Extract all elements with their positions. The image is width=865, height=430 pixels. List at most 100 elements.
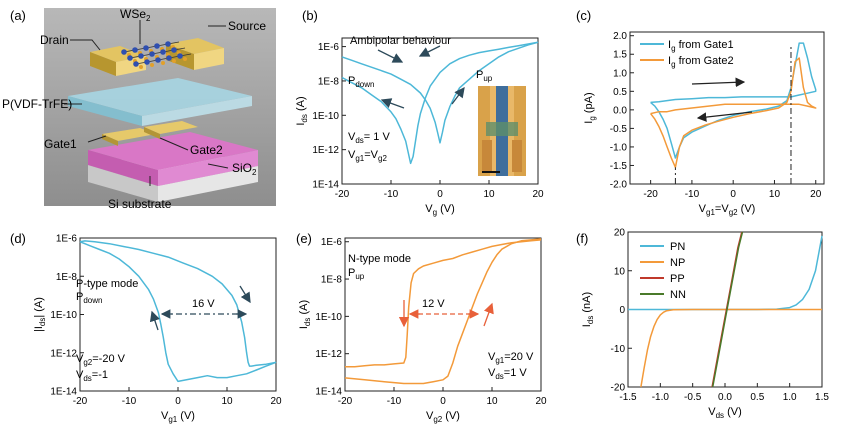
y-axis-label: Ids (A) [295, 96, 309, 125]
y-tick-label: 1E-10 [315, 312, 342, 323]
gate-electrodes [102, 121, 198, 146]
plot-frame [629, 31, 825, 185]
y-tick-label: 1E-12 [312, 145, 339, 156]
legend-label: Ig from Gate2 [668, 55, 734, 69]
y-tick-label: 1.0 [613, 68, 627, 79]
legend-label-nn: NN [670, 289, 686, 301]
panel-letter-a: (a) [10, 8, 26, 23]
y-tick-label: 1E-10 [312, 111, 339, 122]
y-tick-label: -10 [611, 344, 626, 355]
x-tick-label: -1.0 [652, 392, 670, 403]
x-tick-label: 0 [437, 189, 443, 200]
label-gate2: Gate2 [190, 143, 223, 157]
x-tick-label: 20 [535, 396, 547, 407]
annot-vg-equal: Vg1=Vg2 [348, 149, 387, 163]
panel-b-annotations: Ambipolar behaviour Pdown Pup Vds= 1 V V… [348, 35, 526, 176]
y-tick-label: 10 [614, 266, 626, 277]
annot-ptype-mode: P-type mode [76, 278, 138, 290]
y-tick-label: -1.0 [610, 142, 628, 153]
x-tick-label: 0.5 [750, 392, 764, 403]
x-tick-label: 0 [175, 396, 181, 407]
atom-w-4 [138, 53, 144, 59]
label-sio2: SiO2 [232, 161, 257, 177]
atom-w-6 [143, 45, 149, 51]
y-tick-label: -1.5 [610, 161, 628, 172]
panel-letter-d: (d) [10, 231, 26, 246]
legend-label-pn: PN [670, 241, 685, 253]
y-tick-label: 0.0 [613, 105, 627, 116]
y-tick-label: 1E-8 [321, 275, 343, 286]
atom-se-5 [150, 63, 154, 67]
panel-letter-e: (e) [296, 231, 312, 246]
x-tick-label: -0.5 [684, 392, 702, 403]
atom-w-12 [165, 41, 171, 47]
x-tick-label: 20 [532, 189, 544, 200]
x-tick-label: 1.0 [783, 392, 797, 403]
x-axis-label: Vds (V) [708, 406, 742, 420]
atom-w-10 [160, 49, 166, 55]
y-tick-label: 1E-6 [318, 42, 340, 53]
label-wse2: WSe2 [120, 7, 151, 23]
x-tick-label: -10 [387, 396, 402, 407]
label-gate1: Gate1 [44, 137, 77, 151]
atom-w-11 [166, 55, 172, 61]
series-line-gate2 [650, 57, 817, 169]
annot-pup: Pup [348, 267, 365, 281]
x-tick-label: -10 [122, 396, 137, 407]
annot-pdown: Pdown [76, 291, 102, 305]
y-tick-label: 0 [619, 305, 625, 316]
wse2-lattice [121, 41, 192, 69]
x-tick-label: 10 [221, 396, 233, 407]
annot-vds: Vds=-1 [76, 369, 108, 383]
x-tick-label: 20 [810, 189, 822, 200]
panel-d-annotations: P-type mode Pdown 16 V Vg2=-20 V Vds=-1 [76, 278, 251, 383]
x-tick-label: 10 [483, 189, 495, 200]
label-source: Source [228, 19, 266, 33]
x-axis-label: Vg1=Vg2 (V) [699, 203, 756, 217]
atom-w-3 [132, 47, 138, 53]
x-tick-label: 10 [769, 189, 781, 200]
atom-w-14 [177, 53, 183, 59]
series-line-gate1 [650, 42, 817, 159]
x-tick-label: -20 [335, 189, 350, 200]
series-line-0 [79, 240, 277, 367]
y-tick-label: 1E-6 [56, 234, 78, 245]
y-tick-label: -2.0 [610, 180, 628, 191]
y-axis-label: Ids (nA) [581, 292, 595, 327]
annot-width-16v: 16 V [192, 298, 215, 310]
arrow-ambipolar-right [418, 45, 441, 57]
y-tick-label: 2.0 [613, 31, 627, 42]
y-tick-label: 1E-8 [318, 76, 340, 87]
panel-letter-c: (c) [576, 8, 591, 23]
y-tick-label: 1.5 [613, 50, 627, 61]
y-axis-label: Ids (A) [298, 300, 312, 329]
y-tick-label: 1E-10 [50, 310, 77, 321]
label-drain: Drain [40, 33, 69, 47]
source-drain-electrodes [90, 38, 224, 76]
x-tick-label: 0 [730, 189, 736, 200]
series-line-1 [79, 241, 277, 383]
atom-w-0 [121, 49, 127, 55]
arrow-pdown [380, 98, 405, 109]
x-tick-label: -10 [384, 189, 399, 200]
atom-w-1 [127, 55, 133, 61]
y-tick-label: 1E-12 [50, 348, 77, 359]
x-tick-label: 20 [270, 396, 282, 407]
arrow-sweep-down [239, 285, 251, 304]
series-line-1 [341, 41, 539, 144]
atom-se-14 [183, 57, 187, 61]
y-tick-label: 20 [614, 228, 626, 239]
y-tick-label: -20 [611, 383, 626, 394]
y-axis-label: Ig (pA) [583, 92, 597, 123]
x-axis-label: Vg2 (V) [426, 410, 460, 424]
atom-se-2 [139, 65, 143, 69]
y-tick-label: 1E-14 [315, 387, 342, 398]
atom-w-2 [133, 61, 139, 67]
panel-letter-b: (b) [302, 8, 318, 23]
atom-se-8 [161, 61, 165, 65]
annot-pdown: Pdown [348, 75, 374, 89]
x-tick-label: -1.5 [619, 392, 637, 403]
